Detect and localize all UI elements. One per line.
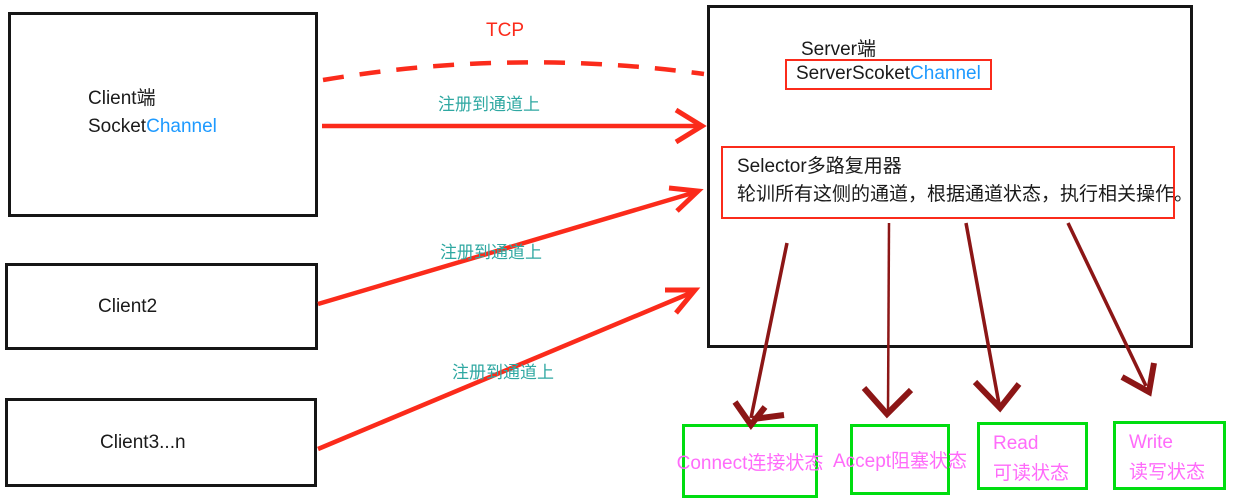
- client3-label: Client3...n: [100, 431, 186, 453]
- state-write-sublabel: 读写状态: [1129, 462, 1206, 483]
- tcp-dashed-arrow: [322, 60, 705, 83]
- selector-box: Selector多路复用器 轮训所有这侧的通道，根据通道状态，执行相关操作。: [721, 146, 1194, 219]
- state-box-accept: Accept阻塞状态: [833, 424, 967, 495]
- tcp-label: TCP: [486, 20, 524, 41]
- selector-description: 轮训所有这侧的通道，根据通道状态，执行相关操作。: [737, 184, 1194, 205]
- register-label-2: 注册到通道上: [440, 243, 542, 262]
- state-box-read: Read 可读状态: [977, 422, 1088, 490]
- server-channel-text: Channel: [910, 63, 981, 84]
- state-connect-label: Connect连接状态: [676, 452, 824, 474]
- client1-label: Client端 SocketChannel: [88, 85, 217, 141]
- state-box-connect: Connect连接状态: [677, 424, 823, 498]
- state-accept-label: Accept阻塞状态: [832, 451, 968, 472]
- client3-box: Client3...n: [5, 398, 317, 487]
- selector-title: Selector多路复用器: [737, 156, 902, 177]
- register-label-3: 注册到通道上: [452, 363, 554, 382]
- client1-box: Client端 SocketChannel: [8, 12, 318, 217]
- client2-label: Client2: [98, 295, 158, 317]
- client2-box: Client2: [5, 263, 318, 350]
- state-box-write: Write 读写状态: [1113, 421, 1226, 490]
- server-socket-channel-box: ServerScoketChannel: [785, 59, 992, 90]
- state-read-label: Read: [993, 433, 1039, 454]
- client1-title: Client端: [88, 88, 156, 109]
- client1-channel-text: Channel: [146, 116, 217, 137]
- server-socket-text: ServerScoket: [796, 63, 911, 84]
- server-box: Server端 ServerScoketChannel Selector多路复用…: [707, 5, 1193, 348]
- server-title: Server端: [801, 39, 876, 60]
- client1-socket-text: Socket: [88, 116, 147, 137]
- state-write-label: Write: [1129, 432, 1173, 453]
- register-label-1: 注册到通道上: [438, 95, 540, 114]
- state-read-sublabel: 可读状态: [993, 463, 1070, 484]
